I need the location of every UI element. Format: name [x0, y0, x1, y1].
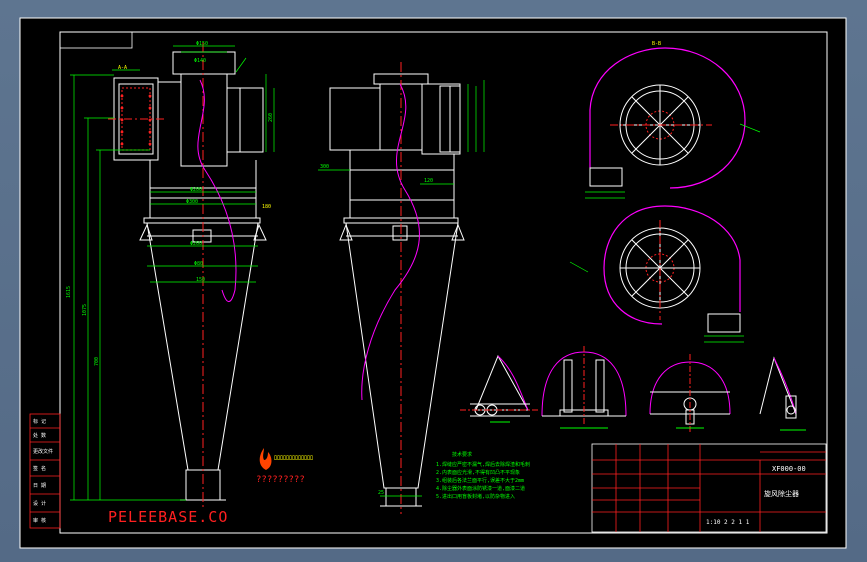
dim-cylinder-height: 1075 [82, 304, 88, 316]
revision-row: 日 期 [33, 483, 46, 489]
dim-side-plate: 300 [320, 164, 329, 170]
revision-row: 更改文件 [33, 448, 53, 455]
revision-row: 设 计 [33, 500, 46, 507]
technical-notes: 技术要求 1.焊缝应严密不漏气,焊后去除焊渣和毛刺 2.内表面应光滑,不得有凹凸… [436, 451, 530, 500]
watermark-sub: ????????? [256, 475, 305, 485]
dim-cone-height: 700 [94, 357, 100, 366]
detail-views [460, 346, 806, 432]
spiral-path-curve [197, 79, 237, 302]
flame-icon [259, 448, 272, 470]
revision-row: 处 数 [33, 432, 46, 439]
revision-table [29, 413, 61, 529]
front-annotations: A-A 180 [118, 65, 271, 210]
notes-line: 3.组装后各法兰面平行,误差不大于2mm [436, 477, 524, 484]
detail-1 [460, 354, 540, 423]
dim-side-leg: 25 [378, 490, 384, 496]
dim-top-width: Φ150 [196, 41, 208, 47]
side-view: 300 120 25 [318, 62, 485, 514]
dim-inlet-flange: Φ140 [194, 58, 206, 64]
front-dimension-text: 1615 1075 700 Φ150 Φ140 Φ200 Φ300 Φ260 Φ… [66, 41, 274, 366]
top-view-upper: B-B [585, 41, 761, 199]
notes-heading: 技术要求 [452, 451, 472, 458]
title-block [591, 443, 827, 533]
label-section-a: A-A [118, 65, 127, 71]
revision-row: 签 名 [33, 465, 46, 472]
watermark-text: PELEEBASE.CO [108, 508, 228, 526]
support-lugs [139, 223, 267, 241]
notes-line: 1.焊缝应严密不漏气,焊后去除焊渣和毛刺 [436, 461, 530, 468]
notes-line: 5.进出口用盲板封堵,以防杂物进入 [436, 493, 515, 500]
dim-outlet: Φ80 [194, 261, 203, 267]
corner-label-box [59, 31, 133, 49]
watermark-badge: ﾛﾛﾛﾛﾛﾛﾛﾛﾛﾛﾛﾛﾛ [274, 455, 313, 462]
drawing-name: 旋风除尘器 [764, 489, 799, 498]
side-spiral-curve [361, 83, 420, 401]
dim-flange-dia: Φ300 [186, 199, 198, 205]
detail-2 [541, 346, 627, 429]
scale-row: 1:10 2 2 1 1 [706, 519, 750, 526]
watermark-logo: ﾛﾛﾛﾛﾛﾛﾛﾛﾛﾛﾛﾛﾛ ????????? [256, 448, 313, 485]
upper-dimensions [585, 123, 761, 199]
lower-inlet [707, 313, 741, 333]
dim-body-dia: Φ200 [190, 187, 202, 193]
dim-inlet-h: 260 [268, 113, 274, 122]
side-dimension-text: 300 120 25 [320, 164, 433, 496]
volute-outline-lower [603, 205, 741, 325]
drawing-number: XF000-00 [772, 465, 806, 473]
detail-3 [649, 354, 731, 432]
dim-cone-top: Φ260 [190, 241, 202, 247]
top-view-lower [569, 205, 744, 343]
notes-line: 4.除尘器外表面涂防锈漆一道,面漆二道 [436, 485, 525, 492]
front-dimensions [70, 45, 275, 501]
side-dimensions [318, 80, 485, 497]
volute-outline [589, 47, 746, 189]
dim-overall-height: 1615 [66, 286, 72, 298]
drawing-sheet [19, 17, 847, 549]
notes-line: 2.内表面应光滑,不得有凹凸不平现象 [436, 469, 520, 476]
side-outlet [329, 73, 461, 155]
upper-inlet [589, 167, 623, 187]
side-cylinder [343, 150, 459, 224]
side-cone [339, 222, 465, 507]
lower-dimensions [569, 261, 744, 343]
revision-table-labels: 标 记 处 数 更改文件 签 名 日 期 设 计 审 核 [33, 418, 53, 524]
dim-side-base: 120 [424, 178, 433, 184]
dim-support: 150 [196, 277, 205, 283]
detail-4 [759, 356, 806, 431]
revision-row: 审 核 [33, 517, 46, 524]
label-section-b: B-B [652, 41, 661, 47]
flange-bolt-holes [120, 94, 152, 146]
label-inlet: 180 [262, 204, 271, 210]
title-block-text: XF000-00 旋风除尘器 1:10 2 2 1 1 [706, 465, 806, 526]
front-view: 1615 1075 700 Φ150 Φ140 Φ200 Φ300 Φ260 Φ… [66, 41, 275, 510]
revision-row: 标 记 [33, 418, 46, 425]
inner-border [59, 31, 828, 534]
